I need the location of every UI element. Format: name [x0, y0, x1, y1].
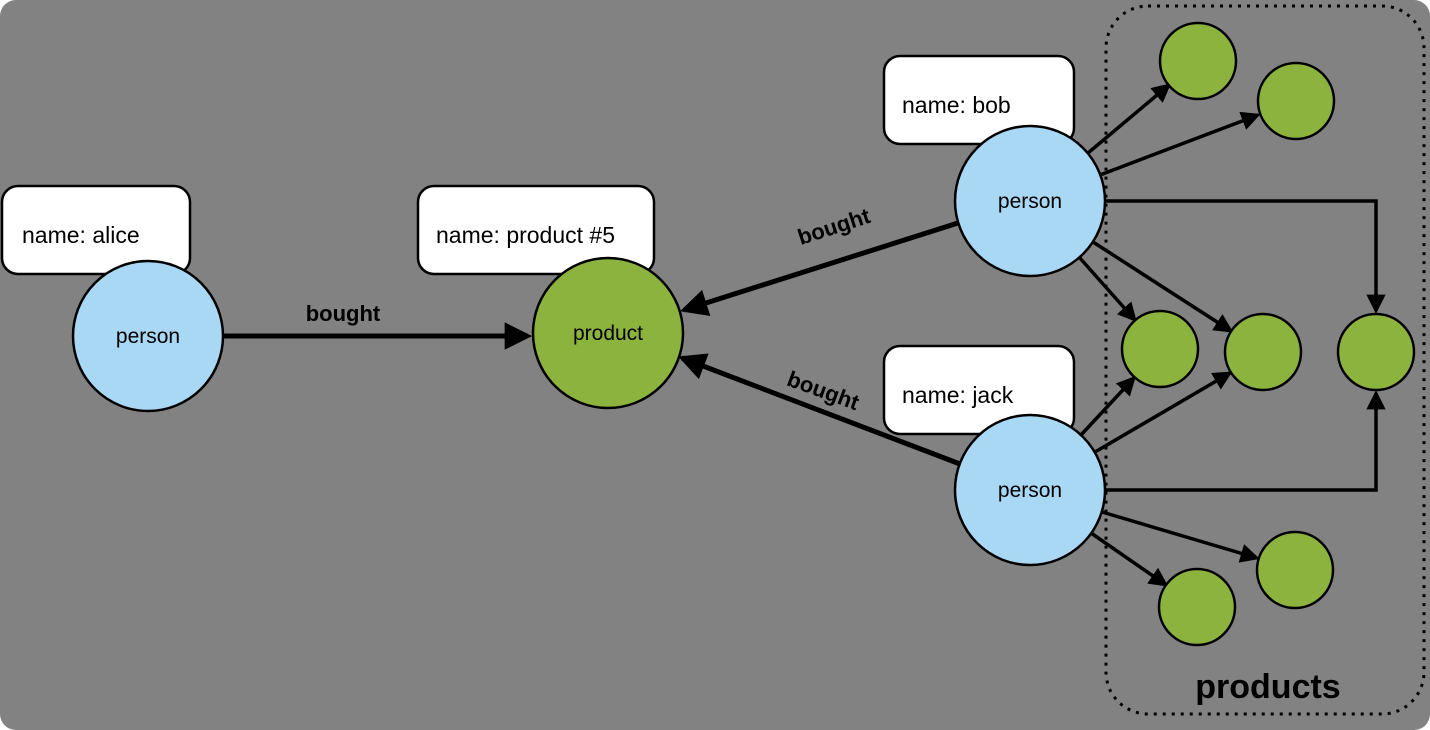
- edge-bob-product-3: [1077, 255, 1137, 323]
- bob-property-label: name: bob: [902, 92, 1011, 118]
- bob-property-box: [882, 54, 1076, 146]
- edge-bob-product-4: [1092, 240, 1234, 333]
- alice-node-label: person: [116, 325, 180, 348]
- product-property-box: [416, 184, 656, 276]
- product-node-4: [1223, 312, 1303, 392]
- edge-jack-product-6: [1090, 531, 1169, 587]
- edge-bob-product-5-elbow: [1105, 199, 1386, 314]
- product-node-3: [1120, 309, 1200, 389]
- alice-person-node: [71, 259, 225, 413]
- edge-jack-bought-product: [678, 353, 961, 467]
- alice-bought-edge-label: bought: [306, 301, 381, 326]
- product-node-2: [1256, 61, 1336, 141]
- products-group-box: [1104, 4, 1426, 716]
- product-node-6: [1157, 567, 1237, 647]
- jack-node-label: person: [998, 479, 1062, 502]
- bob-node-label: person: [998, 190, 1062, 213]
- alice-property-box: [0, 184, 192, 276]
- edge-bob-product-2: [1099, 111, 1261, 177]
- edge-jack-product-3: [1079, 375, 1136, 437]
- product-node-7: [1255, 530, 1335, 610]
- products-group-label: products: [1195, 668, 1340, 706]
- product-node-1: [1158, 21, 1238, 101]
- edge-bob-product-1: [1086, 83, 1172, 155]
- edge-bob-bought-product: [680, 220, 959, 317]
- edge-jack-product-7: [1101, 510, 1260, 563]
- edge-jack-product-5-elbow: [1105, 390, 1386, 492]
- product-node-label: product: [573, 322, 643, 345]
- edge-jack-product-4: [1094, 371, 1233, 454]
- bob-person-node: [953, 124, 1107, 278]
- jack-property-label: name: jack: [902, 382, 1014, 408]
- jack-person-node: [953, 413, 1107, 567]
- product-node-5: [1336, 312, 1416, 392]
- product5-node: [531, 256, 685, 410]
- product-property-label: name: product #5: [436, 222, 615, 248]
- alice-property-label: name: alice: [22, 222, 140, 248]
